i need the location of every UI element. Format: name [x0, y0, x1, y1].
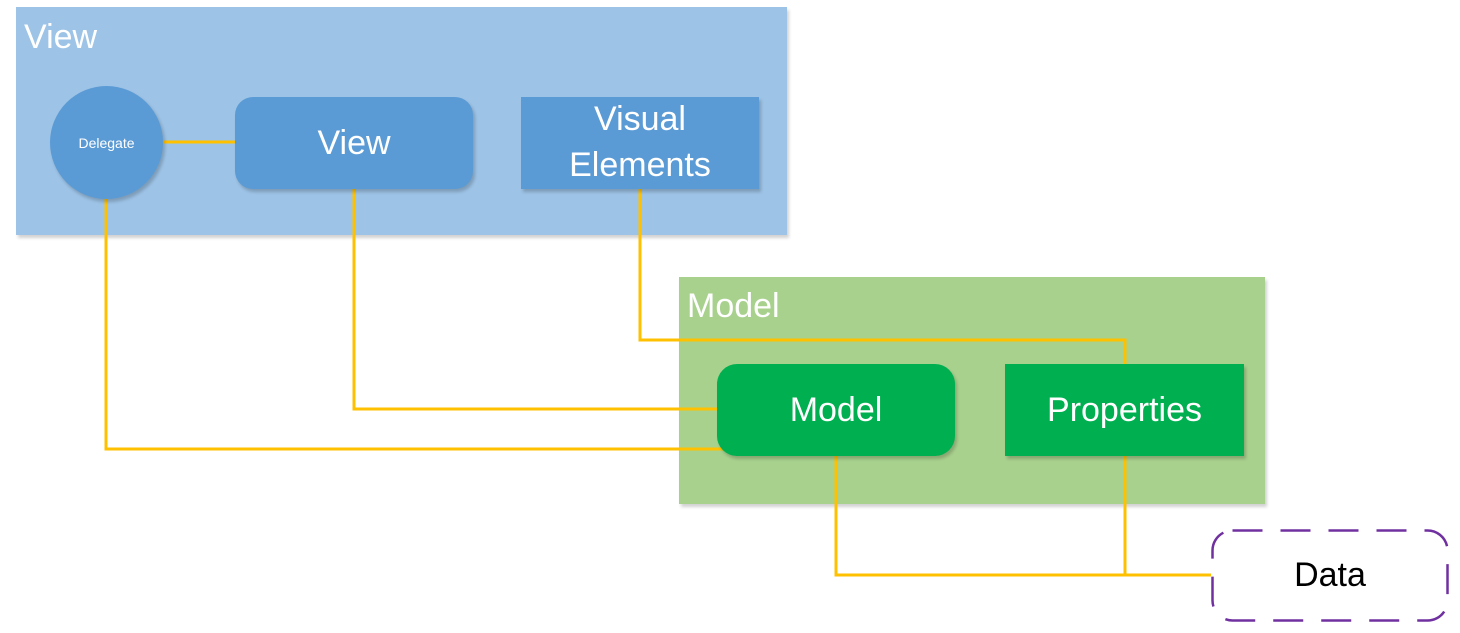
visual-elements-label-line1: Visual	[594, 100, 686, 139]
data-label: Data	[1294, 556, 1366, 594]
properties-node: Properties	[1005, 364, 1244, 456]
connector-visual-properties	[638, 189, 1127, 364]
delegate-label: Delegate	[78, 134, 135, 151]
connector-view-model	[352, 189, 717, 411]
model-node: Model	[717, 364, 955, 456]
delegate-node: Delegate	[50, 86, 163, 199]
view-node: View	[235, 97, 473, 189]
model-group-title: Model	[687, 287, 780, 325]
view-label: View	[317, 123, 391, 162]
view-group-title: View	[24, 18, 98, 56]
data-node: Data	[1211, 529, 1449, 622]
connector-model-data	[834, 456, 1211, 577]
model-label: Model	[789, 390, 883, 429]
visual-elements-node: Visual Elements	[521, 97, 759, 189]
data-dashed-outline	[1211, 529, 1449, 622]
visual-elements-label-line2: Elements	[569, 146, 711, 184]
properties-label: Properties	[1047, 390, 1202, 429]
connector-delegate-model	[104, 199, 724, 451]
